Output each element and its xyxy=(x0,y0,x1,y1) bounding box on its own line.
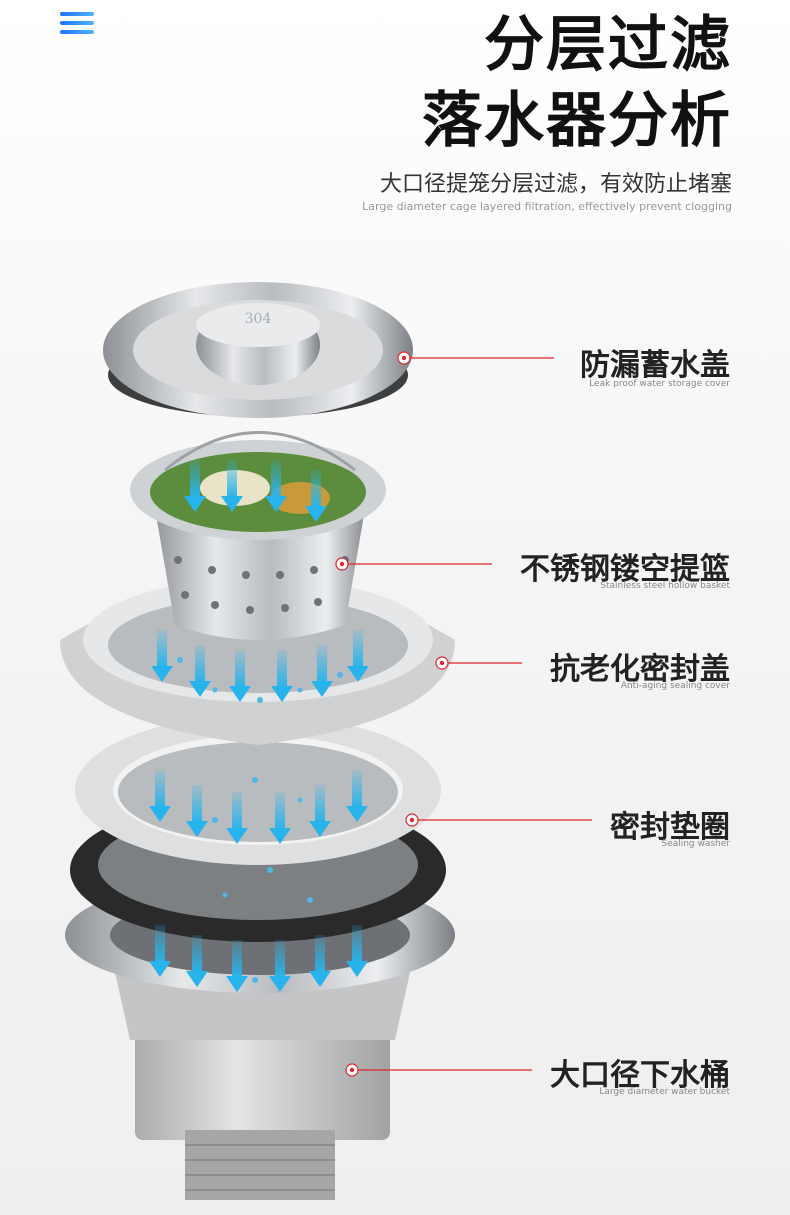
menu-icon[interactable] xyxy=(60,12,94,34)
label-bucket-zh: 大口径下水桶 xyxy=(550,1058,730,1093)
label-cover-en: Leak proof water storage cover xyxy=(589,379,730,389)
label-basket-zh: 不锈钢镂空提篮 xyxy=(520,552,730,587)
page-title-line2: 落水器分析 xyxy=(422,86,732,156)
callout-dots xyxy=(335,351,449,1077)
label-basket-en: Stainless steel hollow basket xyxy=(600,581,730,591)
subtitle-english: Large diameter cage layered filtration, … xyxy=(362,200,732,213)
label-sealing-cover-en: Anti-aging sealing cover xyxy=(620,681,730,691)
drain-exploded-illustration: 304 xyxy=(60,282,592,1200)
product-mark: 304 xyxy=(245,311,272,327)
subtitle-chinese: 大口径提笼分层过滤，有效防止堵塞 xyxy=(379,172,732,197)
label-cover-zh: 防漏蓄水盖 xyxy=(580,348,730,383)
label-washer-zh: 密封垫圈 xyxy=(610,810,730,845)
label-bucket-en: Large diameter water bucket xyxy=(599,1087,730,1097)
label-washer-en: Sealing washer xyxy=(661,839,730,849)
water-storage-cover: 304 xyxy=(103,282,413,418)
water-droplets xyxy=(177,657,343,983)
callout-lines xyxy=(342,357,592,1071)
page-title-line1: 分层过滤 xyxy=(484,10,732,80)
white-washer xyxy=(75,715,441,865)
label-sealing-cover-zh: 抗老化密封盖 xyxy=(550,652,730,687)
